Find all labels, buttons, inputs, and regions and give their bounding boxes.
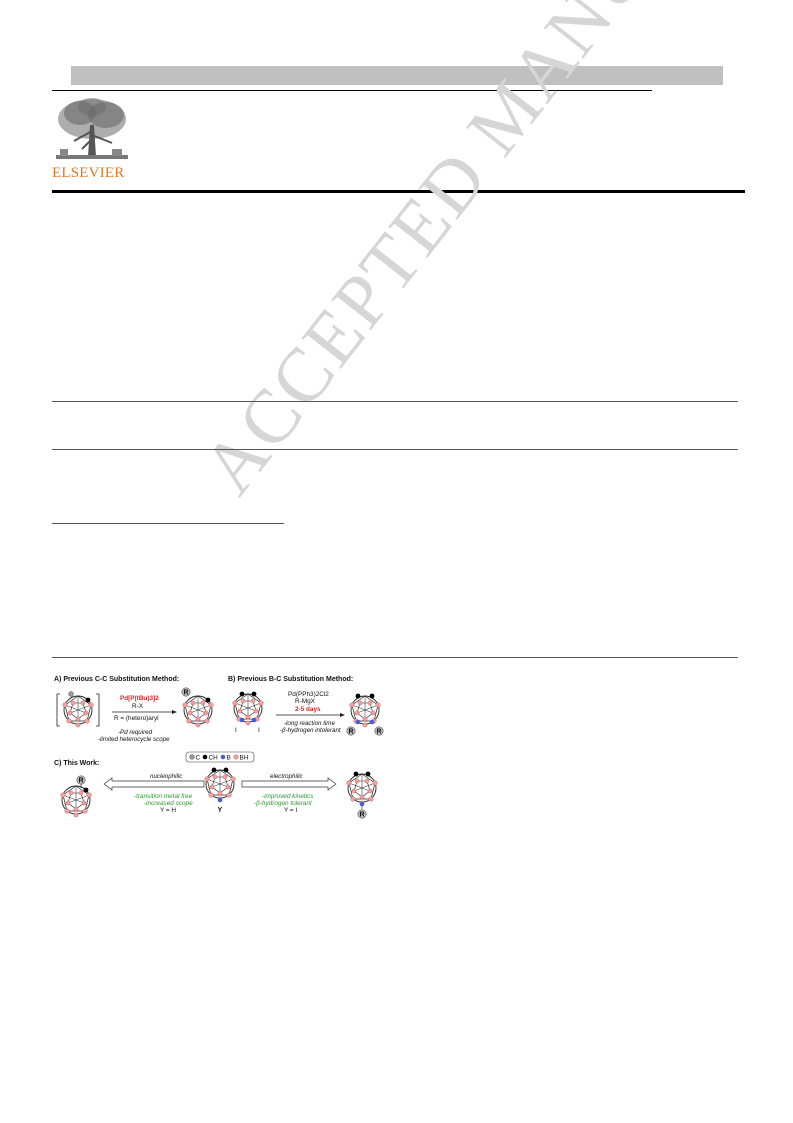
legend-b: B [227, 754, 231, 761]
panel-c-right-note-1: -improved kinetics [262, 793, 314, 800]
panel-c-left-arrow [103, 777, 205, 791]
panel-b-iodo-left: I [235, 727, 237, 734]
panel-c-left-product: R [60, 775, 92, 818]
panel-c-right-r: R [360, 812, 365, 819]
legend-ch: CH [209, 754, 219, 761]
panel-c-left-note-2: -increased scope [144, 800, 193, 807]
panel-c-title: C) This Work: [54, 760, 99, 767]
panel-b-product: R R [346, 693, 384, 736]
panel-b-reactant: I I [232, 691, 264, 734]
panel-a-catalyst: Pd[P(tBu)3]2 [120, 695, 159, 702]
legend-c: C [196, 754, 201, 761]
header-bar [71, 66, 723, 85]
panel-a-substituent: R [184, 690, 189, 697]
panel-c-left-note-1: -transition metal free [134, 793, 193, 800]
panel-b-product-left: R [349, 729, 354, 736]
panel-c-center-cage: Y [204, 767, 236, 814]
panel-c-right-product: R [346, 771, 378, 819]
panel-a-reactant [56, 691, 100, 728]
panel-c-center-y: Y [218, 807, 223, 814]
panel-a-note-1: -Pd required [118, 729, 153, 736]
panel-c-right-note-2: -β-hydrogen tolerant [254, 800, 312, 807]
section-rule-3 [52, 657, 738, 658]
publisher-name: ELSEVIER [52, 165, 125, 181]
elsevier-tree-logo [52, 95, 132, 183]
panel-a-product: R [181, 687, 214, 728]
section-rule-1 [52, 401, 738, 402]
graphical-abstract: A) Previous C-C Substitution Method: Pd[… [52, 672, 387, 822]
atom-legend: C CH B BH [185, 751, 255, 763]
short-rule [52, 523, 284, 524]
panel-a-reagent: R-X [132, 703, 144, 710]
panel-b-iodo-right: I [258, 727, 260, 734]
panel-c-right-label: electrophilic [270, 773, 304, 780]
panel-b-product-right: R [377, 729, 382, 736]
legend-bh: BH [240, 754, 249, 761]
panel-a-condition: R = (hetero)aryl [114, 715, 159, 722]
header-rule [52, 90, 652, 91]
panel-b-note-1: -long reaction time [284, 720, 335, 727]
panel-a-note-2: -limited heterocycle scope [98, 736, 170, 743]
panel-c-left-condition: Y = H [160, 807, 176, 814]
panel-c-left-r: R [79, 778, 84, 785]
panel-c-left-label: nucleophilic [150, 773, 183, 780]
panel-c-right-condition: Y = I [284, 807, 297, 814]
panel-b-title: B) Previous B-C Substitution Method: [228, 676, 353, 683]
panel-b-catalyst: Pd(PPh3)2Cl2 [288, 691, 329, 698]
panel-b-note-2: -β-hydrogen intolerant [280, 727, 341, 734]
section-rule-2 [52, 449, 738, 450]
masthead-rule [52, 190, 745, 193]
panel-c-right-arrow [241, 777, 337, 791]
panel-b-reagent: R-MgX [295, 698, 316, 705]
panel-a-title: A) Previous C-C Substitution Method: [54, 676, 179, 683]
panel-b-time: 2-5 days [295, 706, 321, 713]
